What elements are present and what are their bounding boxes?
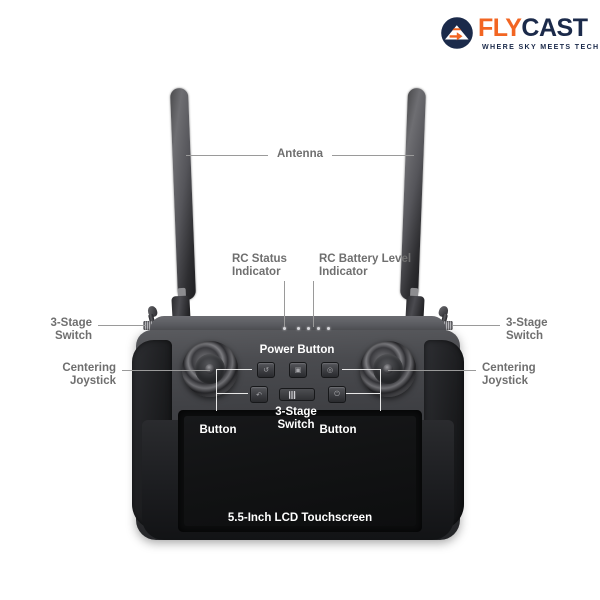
leader-button-left-bottom [216, 393, 248, 394]
led-battery-2 [307, 327, 310, 330]
brand-wordmark-fly: FLY [478, 14, 522, 42]
face-button-c1[interactable]: ↺ [257, 362, 275, 378]
leader-rc-status [284, 281, 285, 327]
label-rc-battery-indicator-line1: RC Battery Level [319, 253, 412, 265]
antenna-left [169, 87, 197, 301]
power-button[interactable]: ⏻ [328, 386, 346, 403]
record-icon: ▣ [294, 366, 302, 374]
label-screen: 5.5-Inch LCD Touchscreen [227, 512, 373, 524]
power-icon: ⏻ [334, 390, 340, 398]
label-centering-joystick-right-line2: Joystick [482, 375, 529, 387]
label-three-stage-switch-right-line2: Switch [506, 330, 544, 342]
face-button-photo[interactable]: ◎ [321, 362, 339, 378]
label-rc-status-indicator-line2: Indicator [232, 266, 281, 278]
led-battery-4 [327, 327, 330, 330]
led-status-1 [283, 327, 286, 330]
leader-joystick-left [122, 370, 210, 371]
label-three-stage-switch-left-line1: 3-Stage [50, 317, 92, 329]
label-three-stage-switch-center-line1: 3-Stage [275, 406, 317, 418]
brand-wordmark: FLYCAST [478, 14, 588, 42]
three-stage-switch-center[interactable] [279, 388, 315, 401]
leader-joystick-right [388, 370, 476, 371]
leader-switch-right [452, 325, 500, 326]
face-button-back[interactable]: ↶ [250, 386, 268, 403]
photo-icon: ◎ [326, 366, 334, 374]
brand-wordmark-cast: CAST [521, 14, 588, 42]
label-three-stage-switch-right-line1: 3-Stage [506, 317, 548, 329]
leader-button-left-top [216, 369, 252, 370]
antenna-right [399, 87, 427, 301]
label-centering-joystick-left-line1: Centering [62, 362, 116, 374]
lcd-touchscreen[interactable] [184, 416, 416, 526]
label-button-right: Button [319, 424, 357, 436]
label-button-left: Button [199, 424, 237, 436]
leader-switch-left [98, 325, 146, 326]
three-stage-switch-knob[interactable] [289, 390, 296, 399]
leader-button-left-vert [216, 369, 217, 411]
face-button-record[interactable]: ▣ [289, 362, 307, 378]
leader-button-right-top [342, 369, 380, 370]
led-battery-3 [317, 327, 320, 330]
label-centering-joystick-right-line1: Centering [482, 362, 536, 374]
brand-logo: FLYCAST WHERE SKY MEETS TECH [438, 12, 598, 56]
leader-rc-battery [313, 281, 314, 327]
label-centering-joystick-left-line2: Joystick [69, 375, 116, 387]
led-battery-1 [297, 327, 300, 330]
label-antenna: Antenna [277, 148, 323, 160]
label-three-stage-switch-left-line2: Switch [54, 330, 92, 342]
label-power-button: Power Button [259, 344, 335, 356]
leader-antenna-right [332, 155, 414, 156]
back-icon: ↶ [256, 390, 262, 399]
c1-icon: ↺ [263, 366, 269, 374]
leader-button-right-bottom [346, 393, 380, 394]
label-three-stage-switch-center-line2: Switch [277, 419, 315, 431]
drone-circle-icon [440, 16, 474, 50]
leader-button-right-vert [380, 369, 381, 411]
brand-tagline: WHERE SKY MEETS TECH [482, 43, 600, 51]
leader-antenna-left [186, 155, 268, 156]
label-rc-battery-indicator-line2: Indicator [319, 266, 368, 278]
label-rc-status-indicator-line1: RC Status [232, 253, 287, 265]
